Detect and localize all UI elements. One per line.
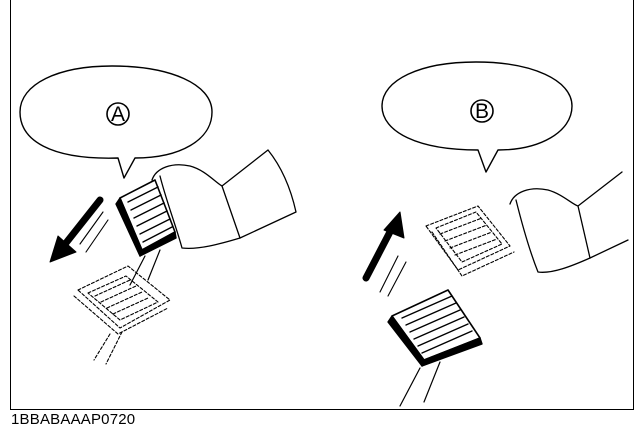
callout-label-b: B [475, 100, 489, 123]
pedal-pressed-a [116, 180, 176, 285]
foot-b [510, 172, 628, 258]
callout-label-a: A [111, 103, 125, 126]
panel-a: A [20, 66, 296, 364]
arrow-up-icon [366, 212, 406, 296]
arrow-down-icon [50, 200, 108, 262]
pedal-released-b [426, 206, 514, 276]
foot-a [152, 150, 296, 238]
pedal-actual-b [388, 290, 482, 406]
figure-code: 1BBABAAAP0720 [11, 411, 135, 428]
panel-b: B [366, 62, 628, 406]
pedal-released-a [74, 266, 170, 364]
